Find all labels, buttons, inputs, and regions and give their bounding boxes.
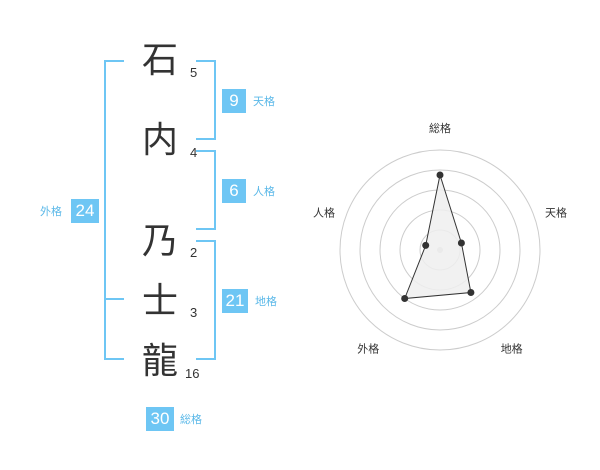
gaikaku-bracket-mid-tick bbox=[104, 298, 124, 300]
chikaku-bracket bbox=[196, 240, 216, 360]
stroke-count-3: 2 bbox=[190, 245, 198, 260]
radar-axis-label-3: 地格 bbox=[501, 342, 523, 356]
soukaku-badge: 30 bbox=[146, 407, 174, 431]
radar-point-2 bbox=[457, 239, 465, 247]
gaikaku-label: 外格 bbox=[40, 205, 62, 218]
radar-axis-label-1: 総格 bbox=[429, 121, 451, 135]
stroke-count-4: 3 bbox=[190, 305, 198, 320]
radar-ring-4 bbox=[359, 169, 521, 331]
gaikaku-badge: 24 bbox=[71, 199, 99, 223]
chikaku-badge: 21 bbox=[222, 289, 248, 313]
radar-data-polygon bbox=[403, 174, 472, 300]
tenkaku-bracket bbox=[196, 60, 216, 140]
radar-point-5 bbox=[422, 241, 430, 249]
radar-axis-label-4: 外格 bbox=[357, 342, 379, 356]
jinkaku-label: 人格 bbox=[253, 185, 275, 198]
name-char-5: 龍 bbox=[141, 341, 178, 382]
name-char-4: 士 bbox=[141, 281, 178, 322]
radar-point-3 bbox=[467, 289, 475, 296]
radar-point-1 bbox=[436, 171, 444, 179]
tenkaku-label: 天格 bbox=[253, 95, 275, 108]
radar-axis-label-2: 天格 bbox=[545, 205, 567, 219]
name-char-1: 石 bbox=[141, 40, 178, 81]
chikaku-label: 地格 bbox=[255, 295, 277, 308]
jinkaku-badge: 6 bbox=[222, 179, 246, 203]
radar-point-4 bbox=[401, 295, 409, 302]
radar-axis-label-5: 人格 bbox=[313, 205, 335, 219]
gaikaku-bracket bbox=[104, 60, 124, 360]
tenkaku-badge: 9 bbox=[222, 89, 246, 113]
stroke-count-1: 5 bbox=[190, 65, 198, 80]
jinkaku-bracket bbox=[196, 150, 216, 230]
stroke-count-2: 4 bbox=[190, 145, 198, 160]
stroke-count-5: 16 bbox=[185, 366, 200, 381]
name-char-3: 乃 bbox=[141, 221, 178, 262]
name-char-2: 内 bbox=[141, 120, 178, 161]
radar-data bbox=[401, 171, 475, 302]
radar-ring-5 bbox=[339, 149, 541, 351]
soukaku-label: 総格 bbox=[180, 413, 202, 426]
